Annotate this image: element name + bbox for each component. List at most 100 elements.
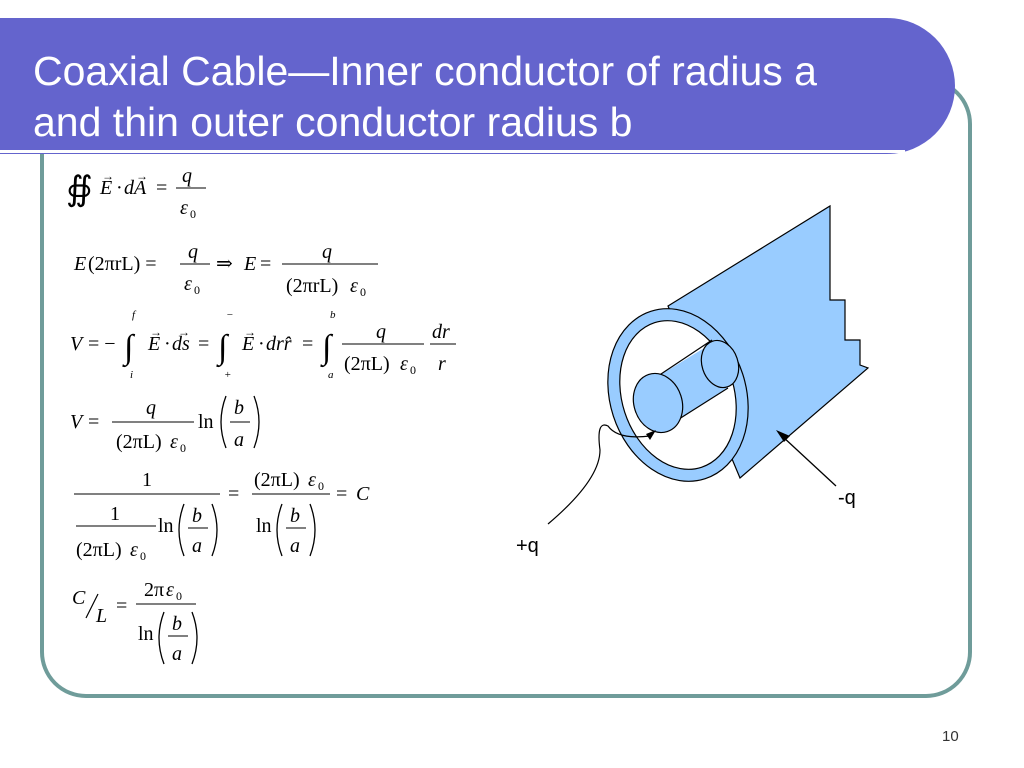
svg-text:+: + — [224, 369, 231, 381]
svg-text:0: 0 — [194, 283, 200, 297]
svg-text:∫: ∫ — [320, 329, 334, 368]
svg-text:ε: ε — [350, 275, 358, 297]
svg-text:a: a — [234, 429, 244, 451]
svg-text:·: · — [258, 333, 265, 355]
svg-text:(2πL): (2πL) — [254, 469, 300, 491]
svg-text:∯: ∯ — [66, 171, 93, 208]
svg-text:i: i — [130, 369, 133, 381]
svg-text:0: 0 — [180, 441, 186, 455]
svg-text:E: E — [243, 253, 256, 275]
svg-text:→: → — [102, 169, 114, 183]
svg-text:r: r — [438, 353, 446, 375]
svg-text:ds: ds — [172, 333, 190, 355]
svg-text:=: = — [302, 333, 313, 355]
svg-text:(2πrL) =: (2πrL) = — [88, 253, 157, 275]
svg-text:L: L — [95, 605, 107, 627]
svg-text:= −: = − — [88, 333, 116, 355]
page-number: 10 — [942, 728, 959, 745]
svg-text:∫: ∫ — [122, 329, 136, 368]
svg-text:→: → — [136, 169, 148, 183]
svg-text:b: b — [172, 613, 182, 635]
svg-text:ε: ε — [170, 431, 178, 453]
svg-text:ln: ln — [198, 411, 214, 433]
equation-potential-integral: V = − ∫ f i E → · ds → = ∫ − + E → · drr… — [70, 309, 456, 381]
svg-text:q: q — [322, 241, 332, 263]
svg-text:f: f — [132, 309, 137, 321]
svg-text:1: 1 — [110, 503, 120, 525]
svg-text:ε: ε — [166, 579, 174, 601]
outer-charge-label: -q — [838, 487, 856, 509]
svg-text:→: → — [178, 325, 190, 339]
svg-text:1: 1 — [142, 469, 152, 491]
equation-capacitance-per-length: C L = 2π ε 0 ln b a — [72, 579, 198, 665]
svg-text:=: = — [198, 333, 209, 355]
equation-field: E (2πrL) = q ε 0 ⇒ E = q (2πrL) ε 0 — [73, 241, 378, 299]
svg-text:0: 0 — [190, 207, 196, 221]
svg-text:0: 0 — [176, 589, 182, 603]
slide-title-line-2: and thin outer conductor radius b — [33, 99, 633, 145]
svg-text:ln: ln — [256, 515, 272, 537]
svg-text:2π: 2π — [144, 579, 164, 601]
equation-block: ∯ E → · dA → = q ε 0 E (2πrL) = q ε 0 ⇒ … — [66, 165, 456, 665]
svg-text:−: − — [226, 309, 233, 321]
svg-text:b: b — [330, 309, 336, 321]
svg-text:ln: ln — [158, 515, 174, 537]
svg-text:(2πrL): (2πrL) — [286, 275, 338, 297]
equation-capacitance: 1 1 (2πL) ε 0 ln b a = (2πL) ε 0 ln b a … — [74, 469, 370, 563]
svg-text:=: = — [156, 177, 167, 199]
svg-text:b: b — [290, 505, 300, 527]
svg-text:b: b — [192, 505, 202, 527]
svg-text:a: a — [328, 369, 334, 381]
equation-gauss-law: ∯ E → · dA → = q ε 0 — [66, 165, 206, 221]
svg-text:0: 0 — [140, 549, 146, 563]
svg-text:q: q — [188, 241, 198, 263]
svg-text:q: q — [376, 321, 386, 343]
svg-text:C: C — [356, 483, 370, 505]
svg-text:=: = — [88, 411, 99, 433]
svg-text:=: = — [228, 483, 239, 505]
svg-text:dA: dA — [124, 177, 147, 199]
svg-text:·: · — [116, 177, 123, 199]
equation-potential: V = q (2πL) ε 0 ln b a — [70, 395, 260, 455]
inner-charge-label: +q — [516, 535, 539, 557]
svg-text:ε: ε — [184, 273, 192, 295]
coaxial-cable-diagram: +q -q — [516, 204, 870, 557]
svg-text:→: → — [150, 325, 162, 339]
svg-text:0: 0 — [410, 363, 416, 377]
svg-text:⇒: ⇒ — [216, 251, 233, 275]
svg-text:ε: ε — [400, 353, 408, 375]
svg-text:drr̂: drr̂ — [266, 333, 292, 355]
svg-text:∫: ∫ — [216, 329, 230, 368]
svg-text:(2πL): (2πL) — [344, 353, 390, 375]
svg-text:→: → — [244, 325, 256, 339]
svg-text:=: = — [260, 253, 271, 275]
svg-text:q: q — [146, 397, 156, 419]
svg-text:ln: ln — [138, 623, 154, 645]
svg-text:(2πL): (2πL) — [116, 431, 162, 453]
svg-text:E: E — [73, 253, 86, 275]
svg-text:q: q — [182, 165, 192, 187]
svg-text:dr: dr — [432, 321, 450, 343]
svg-text:=: = — [336, 483, 347, 505]
svg-text:b: b — [234, 397, 244, 419]
slide-title-line-1: Coaxial Cable—Inner conductor of radius … — [33, 48, 817, 94]
svg-text:a: a — [192, 535, 202, 557]
slide-title: Coaxial Cable—Inner conductor of radius … — [33, 46, 817, 148]
inner-leader-line — [547, 424, 651, 525]
svg-text:E: E — [241, 333, 254, 355]
svg-text:a: a — [172, 643, 182, 665]
svg-text:ε: ε — [308, 469, 316, 491]
svg-text:a: a — [290, 535, 300, 557]
svg-text:V: V — [70, 411, 85, 433]
svg-text:ε: ε — [180, 197, 188, 219]
svg-text:·: · — [164, 333, 171, 355]
svg-text:C: C — [72, 587, 86, 609]
title-bar: Coaxial Cable—Inner conductor of radius … — [0, 18, 955, 154]
svg-text:(2πL): (2πL) — [76, 539, 122, 561]
svg-text:ε: ε — [130, 539, 138, 561]
svg-text:V: V — [70, 333, 85, 355]
svg-text:0: 0 — [318, 479, 324, 493]
svg-text:E: E — [99, 177, 112, 199]
svg-text:E: E — [147, 333, 160, 355]
inner-conductor-end-back — [700, 339, 740, 389]
